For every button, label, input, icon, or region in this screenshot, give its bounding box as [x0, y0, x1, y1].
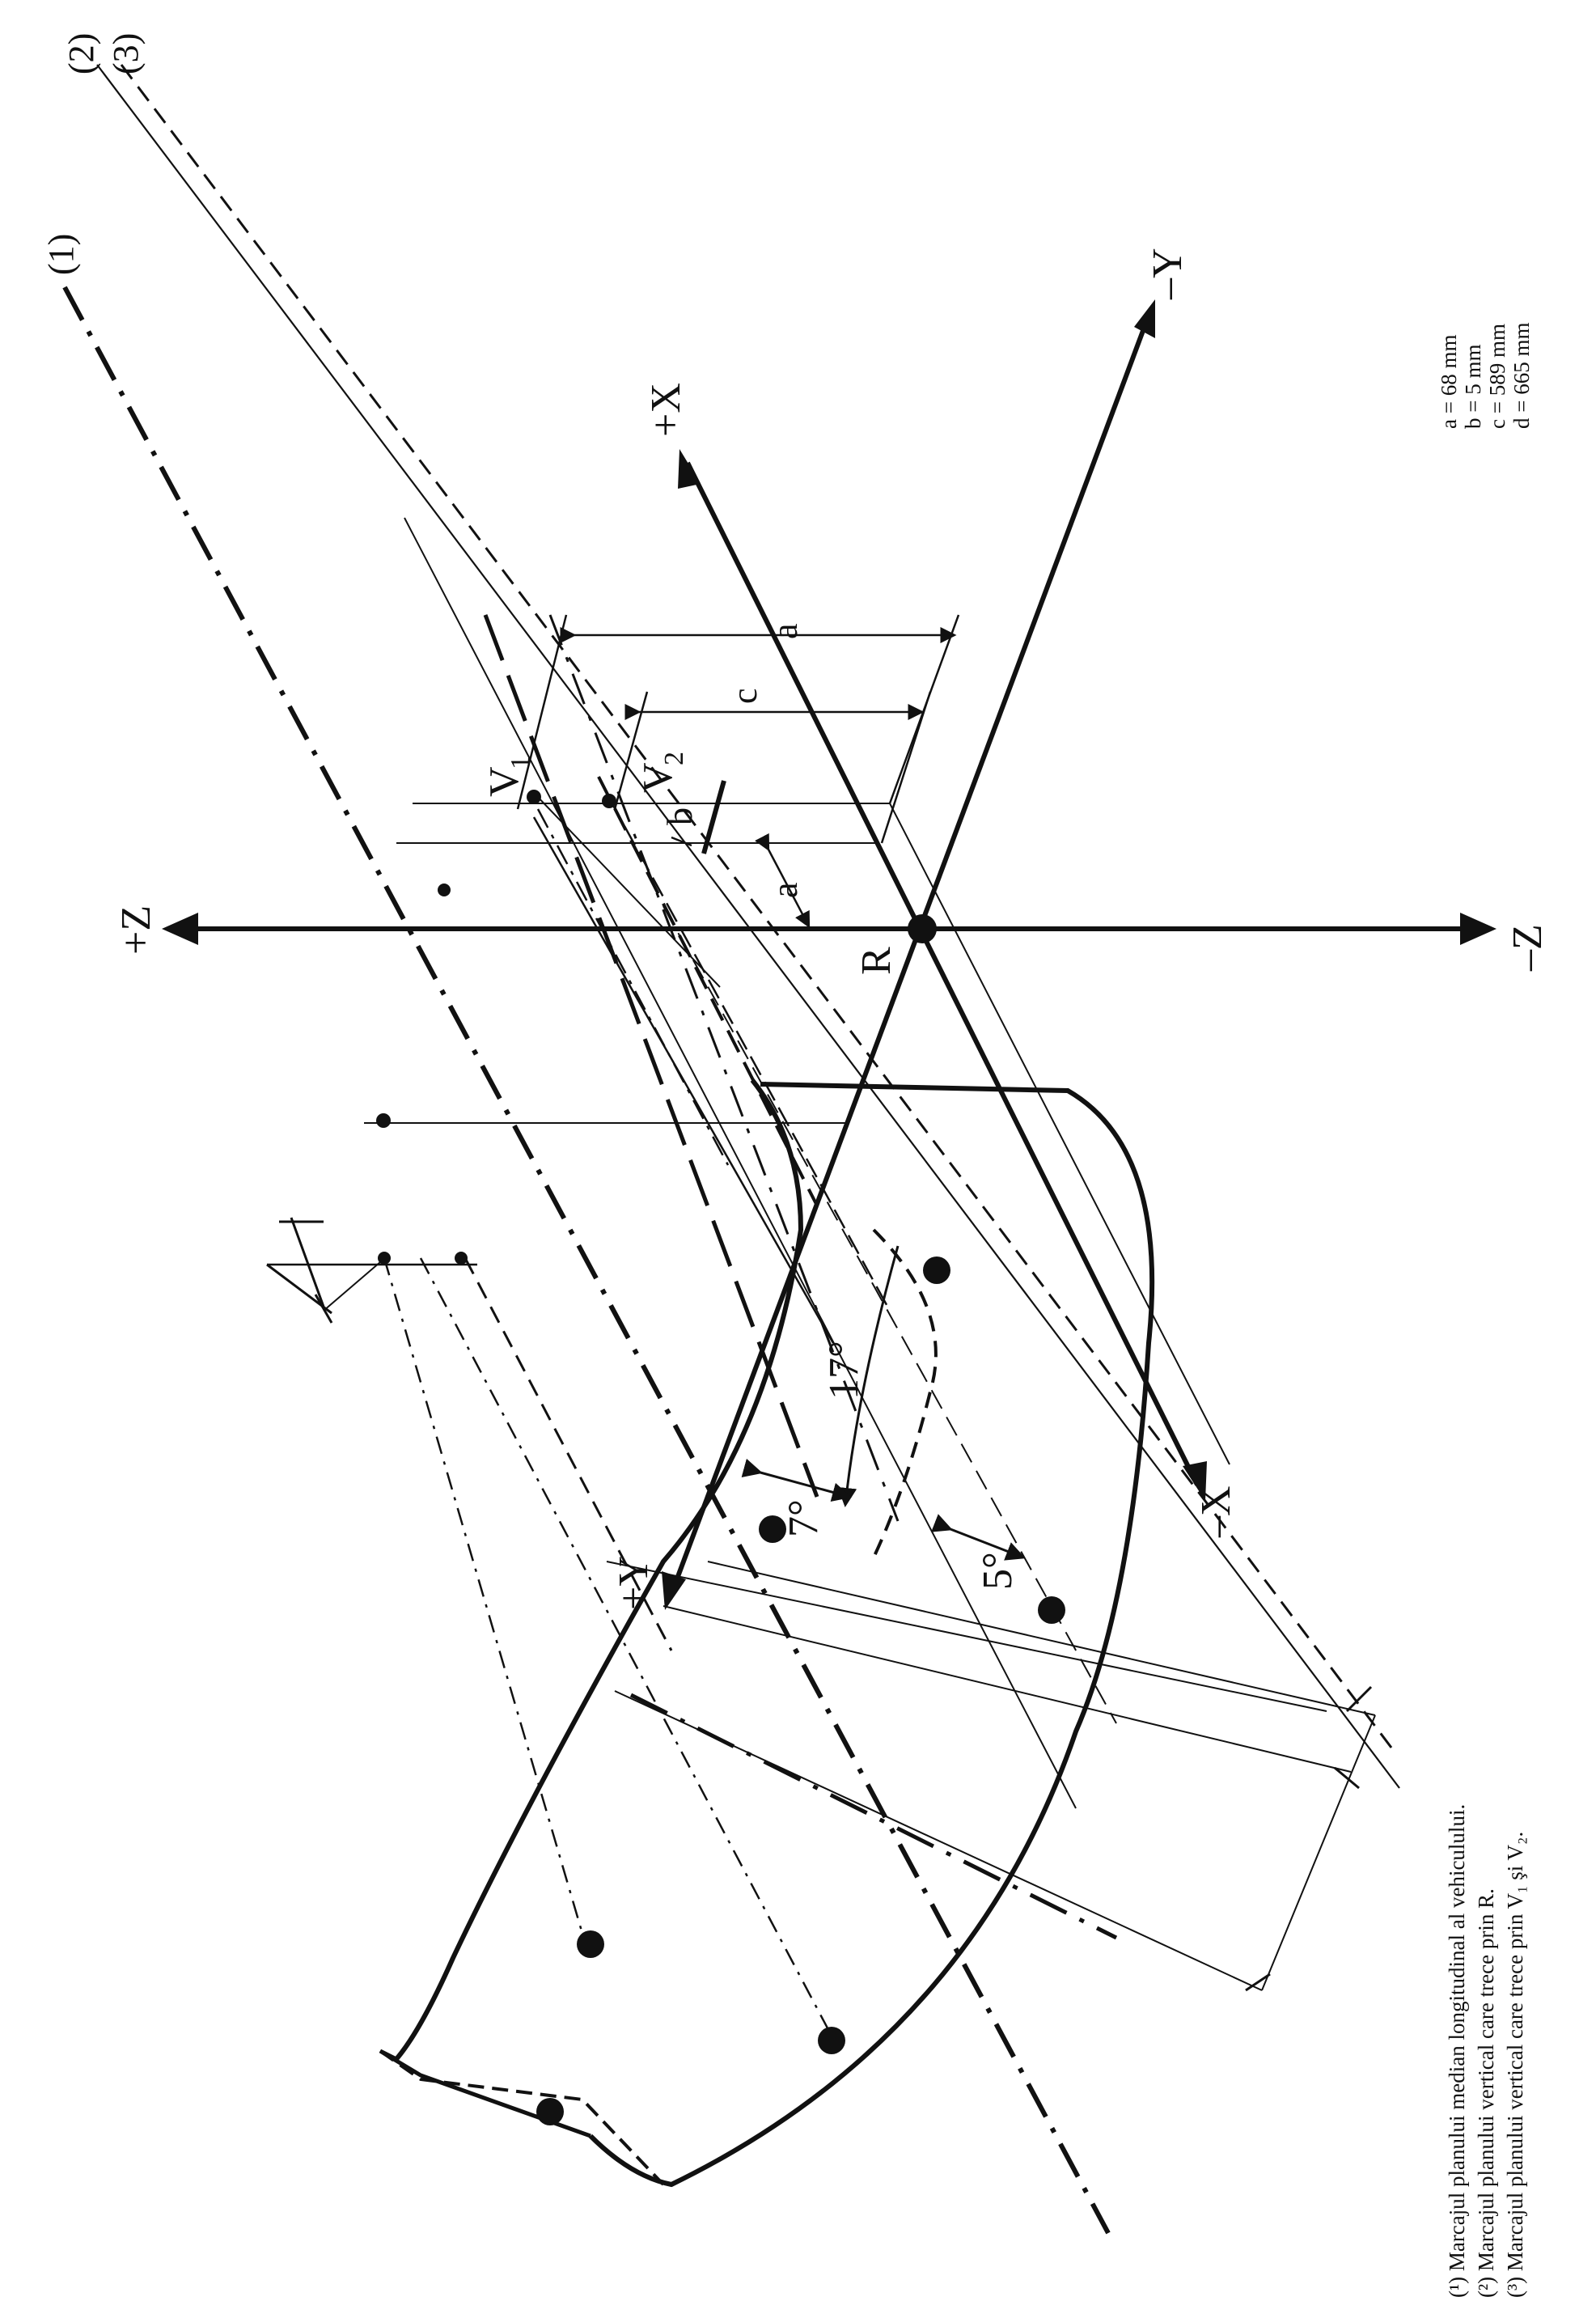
line-ref-3-label: (3) [106, 33, 146, 74]
z-axis [162, 913, 1497, 945]
plus-y-label: +Y [611, 1556, 657, 1610]
tick-crosses [1245, 1685, 1373, 1992]
construction-lines [267, 517, 1376, 2040]
footnote-1: (¹) Marcajul planului median longitudina… [1445, 1804, 1469, 2298]
svg-text:V: V [635, 762, 681, 793]
plus-z-arrowhead [162, 913, 198, 945]
angle-7-label: 7° [781, 1499, 827, 1537]
minus-y-arrowhead [1134, 299, 1155, 338]
dimension-lines [516, 614, 960, 929]
dim-a-label-top: a [765, 623, 805, 639]
point-r-label: R [853, 947, 900, 975]
plus-y-arrowhead [662, 1571, 686, 1610]
dim-b-label: b [660, 807, 700, 825]
dim-a-label-mid: a [765, 882, 805, 898]
svg-text:2: 2 [659, 752, 689, 765]
svg-text:d = 665 mm: d = 665 mm [1509, 323, 1534, 429]
reference-line-1 [62, 286, 1111, 2235]
angle-7-dim [741, 1458, 852, 1502]
reference-points [376, 790, 1065, 2125]
line-ref-2-label: (2) [61, 33, 101, 74]
svg-text:a = 68 mm: a = 68 mm [1437, 335, 1461, 429]
plus-x-arrowhead [678, 449, 701, 489]
minus-y-label: –Y [1145, 248, 1191, 300]
angle-5-label: 5° [975, 1552, 1021, 1590]
svg-text:b = 5 mm: b = 5 mm [1461, 345, 1485, 429]
dim-c-label: c [725, 688, 764, 704]
left-marker-cluster [266, 1217, 333, 1324]
plus-z-label: +Z [113, 905, 159, 955]
reference-line-2 [96, 64, 1400, 1789]
dimension-values: a = 68 mm b = 5 mm c = 589 mm d = 665 mm [1437, 323, 1534, 429]
footnotes: (¹) Marcajul planului median longitudina… [1445, 1804, 1527, 2298]
angle-17-label: 17° [821, 1341, 867, 1400]
angle-5-dim [931, 1514, 1026, 1561]
line-ref-1-label: (1) [41, 234, 81, 275]
footnote-3: (³) Marcajul planului vertical care trec… [1503, 1832, 1527, 2298]
svg-text:c = 589 mm: c = 589 mm [1485, 324, 1509, 429]
minus-x-arrowhead [1183, 1461, 1207, 1501]
svg-text:V: V [481, 766, 527, 797]
svg-text:1: 1 [506, 756, 536, 769]
minus-z-arrowhead [1460, 913, 1497, 945]
point-r-marker [908, 914, 937, 943]
minus-z-label: –Z [1505, 924, 1551, 972]
minus-x-label: –X [1193, 1485, 1239, 1538]
footnote-2: (²) Marcajul planului vertical care trec… [1474, 1888, 1498, 2298]
plus-x-label: +X [643, 383, 689, 437]
point-v2-label: V 2 [635, 752, 689, 793]
point-v1-label: V 1 [481, 756, 536, 797]
windscreen-outline [379, 1078, 1155, 2188]
y-axis [662, 299, 1155, 1610]
